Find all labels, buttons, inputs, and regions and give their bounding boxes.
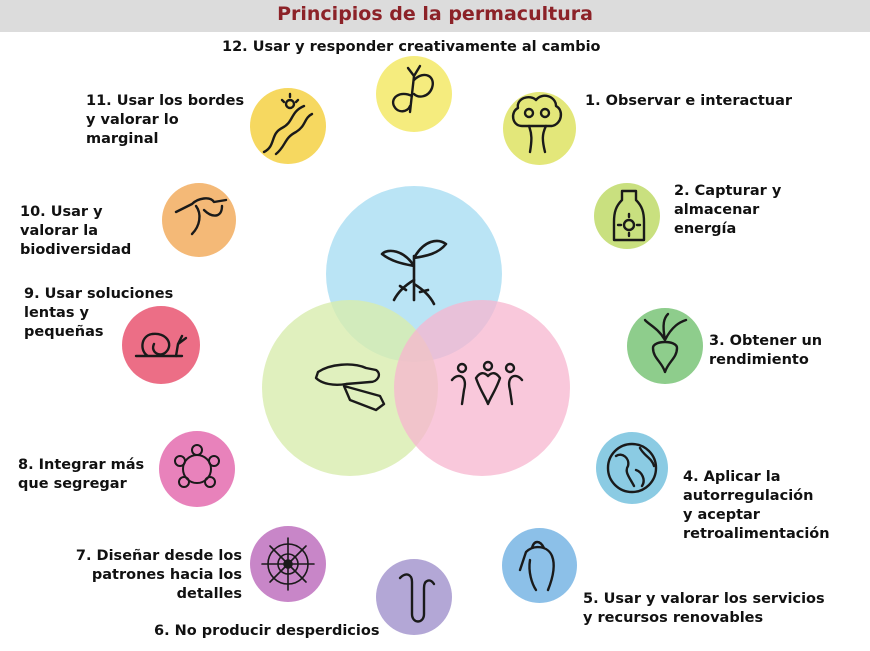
bottle-sun-icon [612,189,646,242]
principle-6-circle [376,559,452,635]
globe-icon [606,442,658,494]
butterfly-icon [391,64,434,114]
principle-5-circle [502,528,577,603]
principle-8-label: 8. Integrar más que segregar [18,457,145,492]
hummingbird-icon [174,197,228,236]
principle-1-circle [503,92,576,165]
page-title: Principios de la permacultura [277,3,593,25]
principle-6-label: 6. No producir desperdicios [154,623,380,639]
title-bar [0,0,870,32]
principle-4-label: 4. Aplicar la autorregulación y aceptar … [683,469,830,542]
flower-ring-icon [174,444,220,488]
hand-icon [314,363,386,412]
people-icon [450,360,524,406]
venn-circle-people [394,300,570,476]
principle-1-label: 1. Observar e interactuar [585,93,793,109]
principle-2-circle [594,183,660,249]
principle-3-label: 3. Obtener un rendimiento [709,333,823,368]
river-sun-icon [262,92,314,156]
principle-12-label: 12. Usar y responder creativamente al ca… [222,39,601,55]
sprout-icon [380,239,448,306]
principle-8-circle [159,431,235,507]
principle-11-label: 11. Usar los bordes y valorar lo margina… [86,93,245,147]
principle-2-label: 2. Capturar y almacenar energía [674,183,782,237]
snail-icon [134,332,188,358]
worm-icon [398,573,436,623]
horse-icon [518,540,555,592]
principle-5-label: 5. Usar y valorar los servicios y recurs… [583,591,825,626]
tree-icon [511,94,563,154]
principle-9-circle [122,306,200,384]
principle-9-label: 9. Usar soluciones lentas y pequeñas [24,286,174,340]
radish-icon [643,312,688,374]
spiderweb-icon [261,537,315,591]
principle-10-label: 10. Usar y valorar la biodiversidad [20,204,132,258]
principle-7-label: 7. Diseñar desde los patrones hacia los … [75,548,242,602]
